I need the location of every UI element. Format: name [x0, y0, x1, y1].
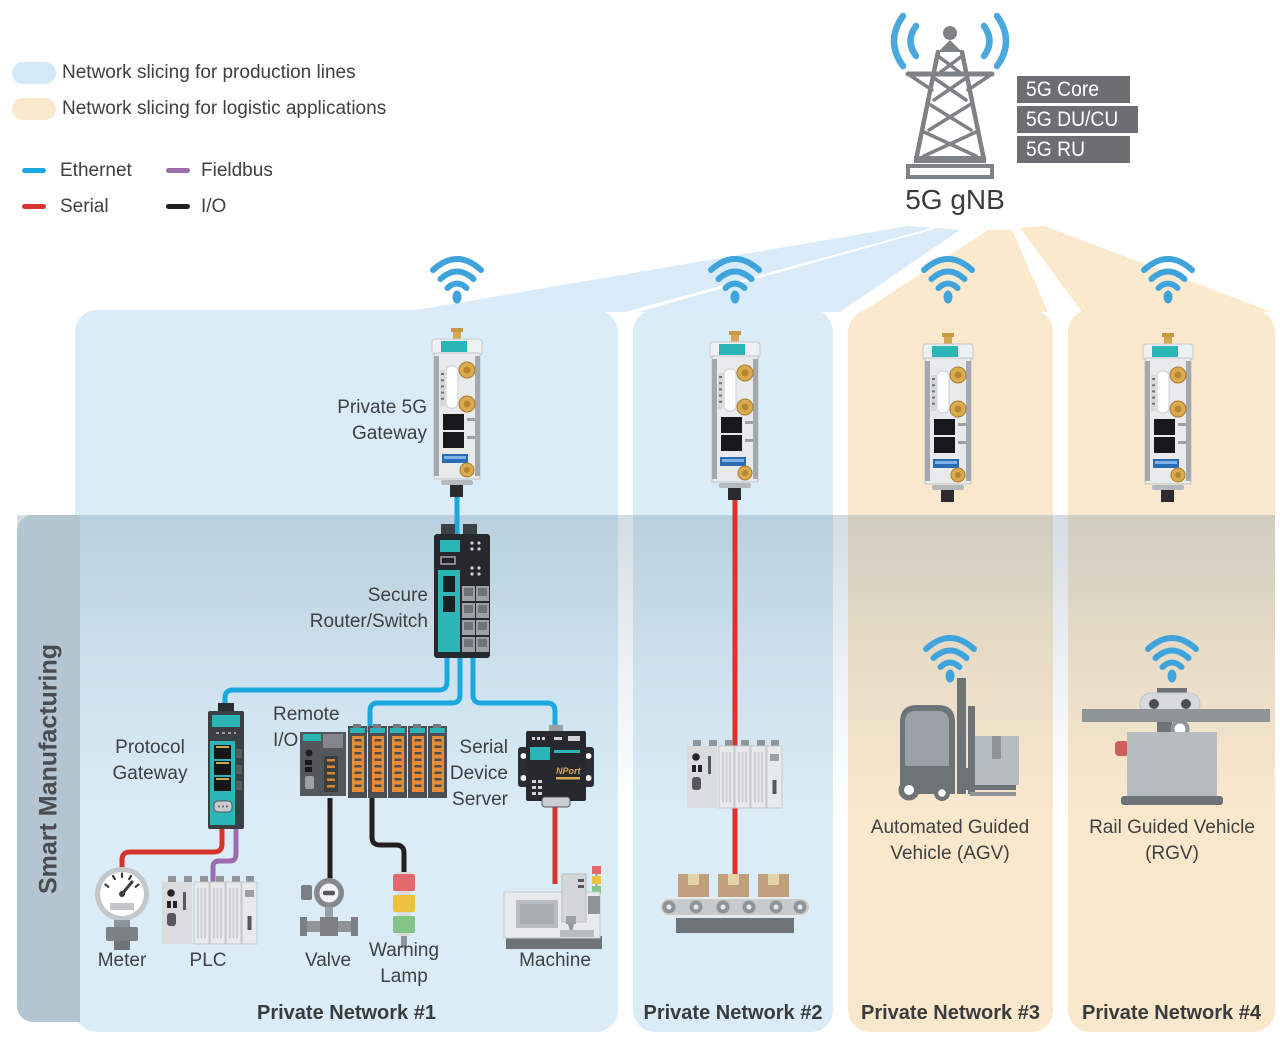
beam-network-4: [1020, 226, 1272, 312]
io-line-swatch: [166, 204, 190, 209]
wifi-icon-network-2: [711, 259, 759, 304]
network-2-title: Private Network #2: [643, 1002, 823, 1024]
smart-manufacturing-label: Smart Manufacturing: [34, 643, 62, 894]
network-4-title: Private Network #4: [1082, 1002, 1261, 1024]
serial-line-swatch: [22, 204, 46, 209]
beam-network-1: [405, 226, 932, 312]
five-g-ru-box: 5G RU: [1017, 136, 1130, 163]
wifi-icon-network-1: [433, 259, 481, 304]
legend-logistics-swatch: [12, 98, 56, 120]
network-3-title: Private Network #3: [861, 1002, 1040, 1024]
machine-label: Machine: [519, 950, 591, 971]
fieldbus-legend-label: Fieldbus: [201, 160, 273, 181]
five-g-core-box: 5G Core: [1017, 76, 1130, 103]
plc-label: PLC: [189, 950, 227, 971]
ethernet-line-swatch: [22, 168, 46, 173]
ethernet-legend-label: Ethernet: [60, 160, 132, 181]
gnb-label: 5G gNB: [905, 184, 1005, 215]
network-1-title: Private Network #1: [257, 1002, 436, 1024]
fieldbus-line-swatch: [166, 168, 190, 173]
smart-manufacturing-band: Smart Manufacturing: [17, 515, 80, 1022]
tower-wifi-waves-icon: [890, 12, 1010, 70]
beam-network-2: [638, 228, 960, 312]
io-legend-label: I/O: [201, 196, 227, 217]
legend-production-swatch: [12, 62, 56, 84]
serial-legend-label: Serial: [60, 196, 109, 217]
wifi-icon-network-4: [1144, 259, 1192, 304]
five-g-ducu-box: 5G DU/CU: [1017, 106, 1138, 133]
wifi-icon-network-3: [924, 259, 972, 304]
beam-network-3: [862, 230, 1048, 312]
meter-label: Meter: [97, 950, 147, 971]
rgv-label: Rail Guided Vehicle(RGV): [1089, 817, 1255, 864]
legend-production-label: Network slicing for production lines: [62, 62, 356, 83]
five-g-tower-icon: [905, 26, 995, 179]
legend-logistics-label: Network slicing for logistic application…: [62, 98, 387, 119]
valve-label: Valve: [304, 950, 352, 971]
